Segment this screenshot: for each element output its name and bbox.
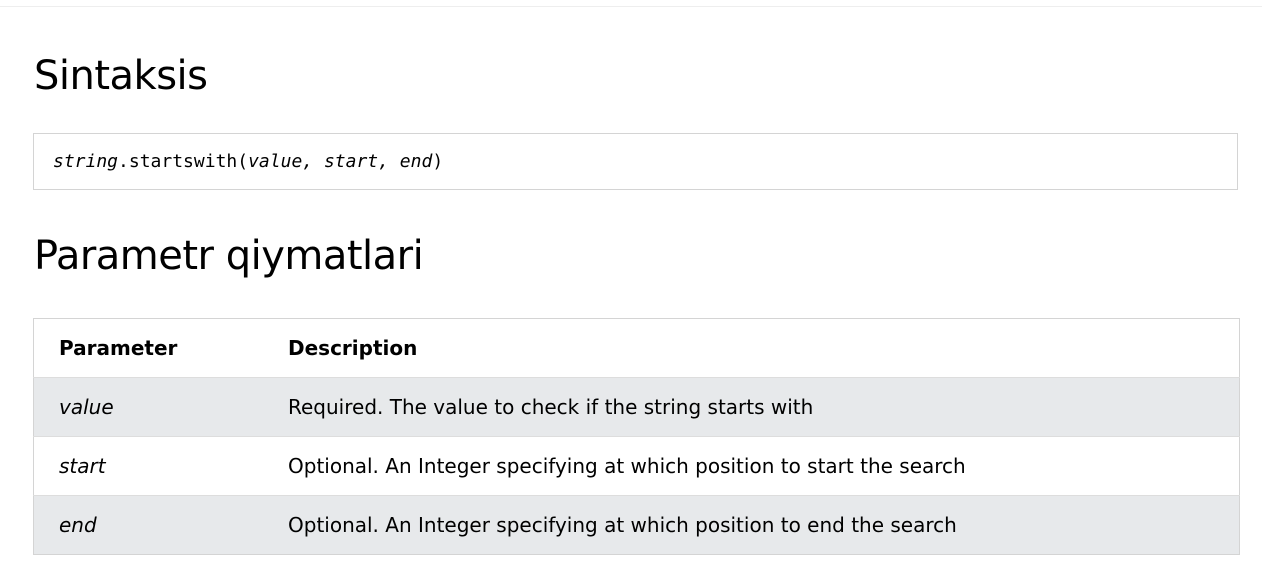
param-name-cell: value bbox=[33, 377, 263, 437]
param-description-cell: Optional. An Integer specifying at which… bbox=[263, 436, 1240, 496]
param-name-cell: end bbox=[59, 513, 97, 537]
code-close-paren: ) bbox=[432, 151, 444, 172]
header-description: Description bbox=[263, 318, 1240, 378]
param-description-cell: Required. The value to check if the stri… bbox=[263, 377, 1240, 437]
syntax-heading: Sintaksis bbox=[34, 53, 208, 99]
param-description-cell: Optional. An Integer specifying at which… bbox=[288, 513, 957, 537]
parameter-values-heading: Parametr qiymatlari bbox=[34, 233, 424, 279]
code-method: startswith bbox=[128, 151, 238, 172]
parameters-table: Parameter Description value Required. Th… bbox=[33, 318, 1240, 555]
code-open-paren: ( bbox=[237, 151, 249, 172]
table-row: value Required. The value to check if th… bbox=[33, 377, 1240, 437]
code-params: value, start, end bbox=[248, 151, 433, 172]
code-dot: . bbox=[118, 151, 129, 172]
table-row: start Optional. An Integer specifying at… bbox=[33, 436, 1240, 496]
header-parameter: Parameter bbox=[33, 318, 263, 378]
table-header-row: Parameter Description bbox=[33, 318, 1240, 378]
param-name-cell: start bbox=[33, 436, 263, 496]
syntax-code-block: string.startswith(value, start, end) bbox=[33, 133, 1238, 190]
table-row: end Optional. An Integer specifying at w… bbox=[33, 495, 1240, 555]
code-object: string bbox=[53, 151, 119, 172]
top-divider bbox=[0, 6, 1262, 7]
